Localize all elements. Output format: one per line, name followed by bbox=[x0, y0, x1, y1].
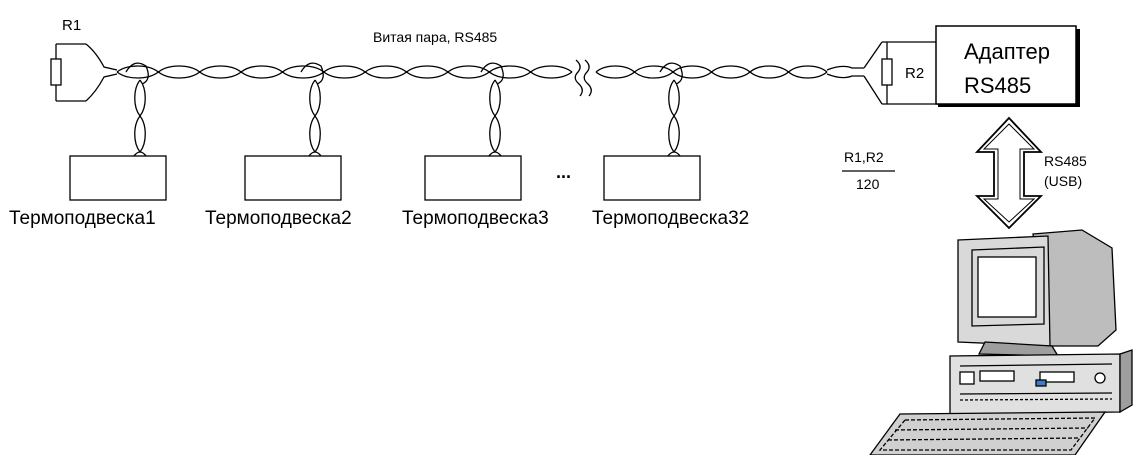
device-box-4 bbox=[603, 155, 701, 201]
ellipsis: ... bbox=[556, 162, 571, 182]
device-label-3: Термоподвеска3 bbox=[402, 208, 549, 229]
interface-label-bottom: (USB) bbox=[1044, 173, 1082, 189]
cable-label: Витая пара, RS485 bbox=[373, 29, 497, 45]
device-drops bbox=[69, 62, 701, 201]
double-arrow-icon bbox=[974, 116, 1044, 230]
adapter-title: Адаптер bbox=[964, 39, 1050, 64]
device-box-1 bbox=[69, 155, 167, 201]
device-drop-1 bbox=[69, 62, 167, 201]
resistor-r2-label: R2 bbox=[905, 65, 924, 82]
device-label-32: Термоподвеска32 bbox=[592, 208, 749, 229]
twisted-pair-cable-right bbox=[595, 65, 828, 79]
twisted-pair-cable-left bbox=[116, 65, 573, 79]
device-box-3 bbox=[424, 155, 522, 201]
resistor-value-top: R1,R2 bbox=[844, 149, 884, 165]
device-label-1: Термоподвеска1 bbox=[9, 208, 156, 229]
device-drop-2 bbox=[244, 62, 342, 201]
desktop-computer-icon bbox=[869, 229, 1133, 455]
cable-wire-a bbox=[116, 65, 573, 73]
resistor-r2-icon bbox=[881, 58, 893, 86]
device-box-2 bbox=[244, 155, 342, 201]
cable-wire-b bbox=[116, 71, 573, 79]
resistor-r1-icon bbox=[50, 58, 62, 86]
adapter-subtitle: RS485 bbox=[964, 73, 1031, 98]
adapter-rs485: Адаптер RS485 bbox=[935, 25, 1080, 107]
device-drop-4 bbox=[603, 62, 701, 201]
cable-wire-a bbox=[595, 65, 828, 73]
resistor-value-bottom: 120 bbox=[856, 176, 880, 192]
device-labels: Термоподвеска1 Термоподвеска2 Термоподве… bbox=[9, 208, 749, 229]
device-label-2: Термоподвеска2 bbox=[205, 208, 352, 229]
cable-end-right bbox=[826, 41, 883, 105]
terminator-r1 bbox=[50, 43, 118, 102]
device-drop-3 bbox=[424, 62, 522, 201]
interface-label-top: RS485 bbox=[1044, 153, 1087, 169]
cable-wire-b bbox=[595, 71, 828, 79]
resistor-r1-label: R1 bbox=[62, 17, 81, 34]
cable-break-icon bbox=[574, 59, 592, 97]
terminator-r2 bbox=[881, 41, 938, 105]
